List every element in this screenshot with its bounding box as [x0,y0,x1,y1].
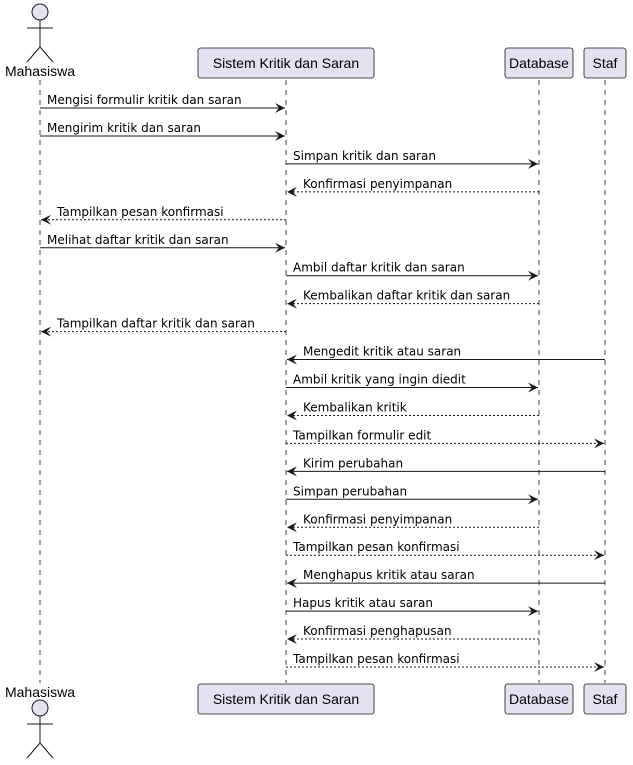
participant-label-bottom-staf: Staf [593,691,618,707]
message: Tampilkan daftar kritik dan saran [41,317,286,337]
message: Tampilkan pesan konfirmasi [41,205,286,225]
message: Mengisi formulir kritik dan saran [40,93,285,113]
message-label: Simpan perubahan [293,484,407,498]
message-label: Kembalikan kritik [303,400,407,414]
message-label: Menghapus kritik atau saran [303,568,475,582]
message: Simpan kritik dan saran [286,149,538,169]
participant-box-top-sys: Sistem Kritik dan Saran [197,47,375,79]
message-label: Konfirmasi penghapusan [303,624,452,638]
actor-icon-bottom-mhs [26,699,54,759]
message: Tampilkan pesan konfirmasi [286,652,604,672]
message-label: Kembalikan daftar kritik dan saran [303,289,510,303]
participant-box-bottom-sys: Sistem Kritik dan Saran [197,683,375,715]
participant-label-bottom-db: Database [509,691,569,707]
participant-label-top-mhs: Mahasiswa [5,63,75,79]
message: Kembalikan kritik [287,400,539,421]
message-label: Mengirim kritik dan saran [47,121,201,135]
participant-label-top-db: Database [509,55,569,71]
message: Konfirmasi penghapusan [287,624,539,645]
message-label: Mengisi formulir kritik dan saran [47,93,242,107]
participant-label-top-sys: Sistem Kritik dan Saran [213,55,359,71]
message: Hapus kritik atau saran [286,596,538,617]
participant-box-top-staf: Staf [583,47,627,79]
message: Ambil daftar kritik dan saran [286,261,538,281]
message-label: Tampilkan daftar kritik dan saran [56,317,255,331]
message: Simpan perubahan [286,484,538,505]
message-label: Tampilkan pesan konfirmasi [56,205,224,219]
message-label: Tampilkan formulir edit [292,428,432,442]
message: Melihat daftar kritik dan saran [40,233,285,253]
participant-box-bottom-db: Database [504,683,574,715]
message-label: Simpan kritik dan saran [293,149,436,163]
message: Ambil kritik yang ingin diedit [286,373,538,393]
message: Mengedit kritik atau saran [287,345,605,365]
message: Kembalikan daftar kritik dan saran [287,289,539,309]
actor-icon-top-mhs [26,3,54,63]
messages: Mengisi formulir kritik dan saranMengiri… [40,93,605,672]
participant-label-bottom-sys: Sistem Kritik dan Saran [213,691,359,707]
message: Konfirmasi penyimpanan [287,512,539,533]
message-label: Melihat daftar kritik dan saran [47,233,229,247]
message-label: Tampilkan pesan konfirmasi [292,540,460,554]
message-label: Kirim perubahan [303,456,403,470]
message-label: Ambil daftar kritik dan saran [293,261,465,275]
message-label: Konfirmasi penyimpanan [303,177,452,191]
message-label: Hapus kritik atau saran [293,596,433,610]
participant-label-bottom-mhs: Mahasiswa [5,684,75,700]
message: Tampilkan formulir edit [286,428,604,449]
participant-box-bottom-staf: Staf [583,683,627,715]
message: Mengirim kritik dan saran [40,121,285,141]
participant-box-top-db: Database [504,47,574,79]
message: Tampilkan pesan konfirmasi [286,540,604,561]
message-label: Konfirmasi penyimpanan [303,512,452,526]
message: Menghapus kritik atau saran [287,568,605,589]
message-label: Ambil kritik yang ingin diedit [293,373,466,387]
message-label: Tampilkan pesan konfirmasi [292,652,460,666]
message-label: Mengedit kritik atau saran [303,345,461,359]
message: Konfirmasi penyimpanan [287,177,539,197]
participant-label-top-staf: Staf [593,55,618,71]
message: Kirim perubahan [287,456,605,477]
lifelines [39,80,606,683]
